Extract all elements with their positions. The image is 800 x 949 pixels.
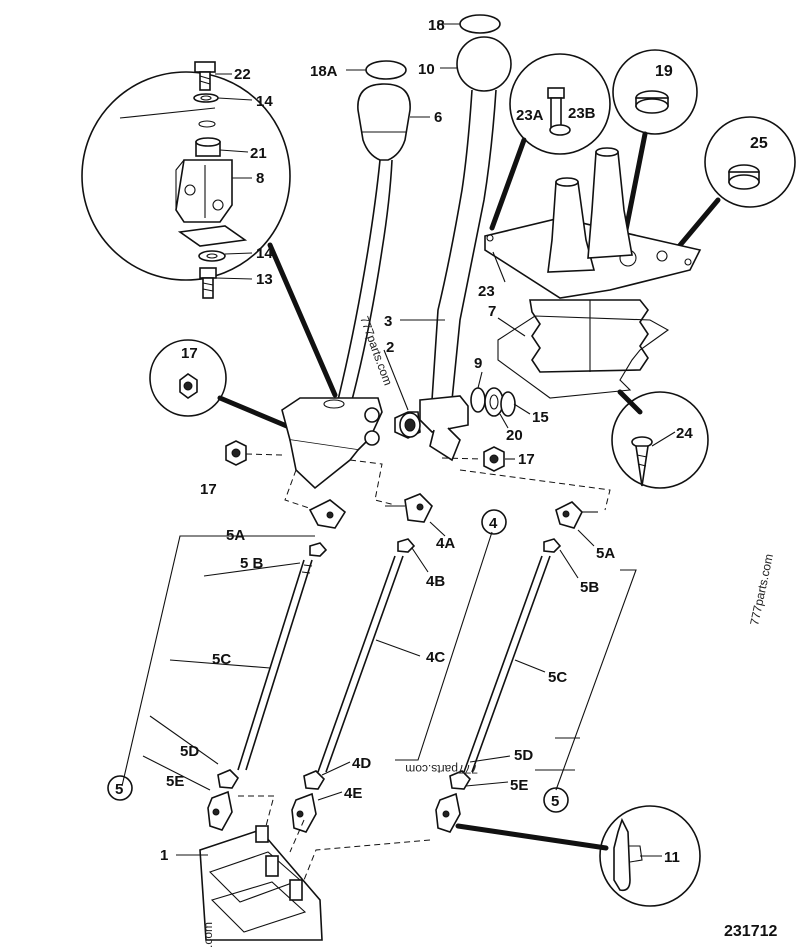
- label-4A: 4A: [436, 535, 455, 552]
- label-2: 2: [386, 339, 394, 356]
- rod-5-left: 5A 5 B 5C 5D 5E 5: [107, 499, 347, 831]
- detail-screw-24: 24: [611, 391, 709, 489]
- label-23B: 23B: [568, 105, 596, 122]
- label-5A: 5A: [226, 527, 245, 544]
- label-11: 11: [664, 849, 680, 866]
- label-4C: 4C: [426, 649, 445, 666]
- valve-block: 1: [160, 795, 431, 941]
- label-3: 3: [384, 313, 392, 330]
- detail-universal-joint: 22 14 21 8 14 13: [81, 61, 338, 398]
- label-5: 5: [551, 793, 559, 810]
- label-6: 6: [434, 109, 442, 126]
- label-7: 7: [488, 303, 496, 320]
- rod-4-middle: 4A 4B 4C 4D 4E 4: [291, 493, 507, 833]
- watermark: 777parts.com: [405, 762, 478, 776]
- label-5: 5: [115, 781, 123, 798]
- label-1: 1: [160, 847, 168, 864]
- label-22: 22: [234, 66, 251, 83]
- label-24: 24: [676, 425, 693, 442]
- levers: 3: [337, 89, 497, 401]
- bracket-assembly: 2 9 20 15 17 17: [200, 339, 611, 516]
- rod-5-right: 5A 5B 5C 5D 5E 5: [435, 501, 637, 851]
- watermark: .com: [201, 922, 215, 948]
- label-4: 4: [489, 515, 498, 532]
- label-5B: 5 B: [240, 555, 264, 572]
- label-17: 17: [518, 451, 535, 468]
- label-5E: 5E: [166, 773, 184, 790]
- figure-id: 231712: [724, 923, 777, 940]
- label-5A: 5A: [596, 545, 615, 562]
- label-10: 10: [418, 61, 435, 78]
- label-23A: 23A: [516, 107, 544, 124]
- label-21: 21: [250, 145, 267, 162]
- label-20: 20: [506, 427, 523, 444]
- label-19: 19: [655, 63, 673, 80]
- label-25: 25: [750, 135, 768, 152]
- label-9: 9: [474, 355, 482, 372]
- label-5D: 5D: [180, 743, 199, 760]
- watermark: 777parts.com: [747, 553, 776, 627]
- label-23: 23: [478, 283, 495, 300]
- knobs-and-caps: 18 18A 10 6: [310, 14, 512, 161]
- label-4E: 4E: [344, 785, 362, 802]
- label-5C: 5C: [212, 651, 231, 668]
- label-17: 17: [181, 345, 198, 362]
- detail-clip-11: 11: [599, 805, 701, 907]
- label-5B: 5B: [580, 579, 599, 596]
- detail-plug-25: 25: [673, 116, 796, 253]
- label-17: 17: [200, 481, 217, 498]
- label-5D: 5D: [514, 747, 533, 764]
- gaiter-assembly: 23 7: [478, 147, 702, 415]
- detail-bolt-washer: 23A 23B: [489, 53, 611, 231]
- label-14: 14: [256, 245, 273, 262]
- label-4B: 4B: [426, 573, 445, 590]
- label-13: 13: [256, 271, 273, 288]
- label-5C: 5C: [548, 669, 567, 686]
- label-14: 14: [256, 93, 273, 110]
- label-5E: 5E: [510, 777, 528, 794]
- label-8: 8: [256, 170, 264, 187]
- label-18: 18: [428, 17, 445, 34]
- label-4D: 4D: [352, 755, 371, 772]
- label-15: 15: [532, 409, 549, 426]
- label-18A: 18A: [310, 63, 338, 80]
